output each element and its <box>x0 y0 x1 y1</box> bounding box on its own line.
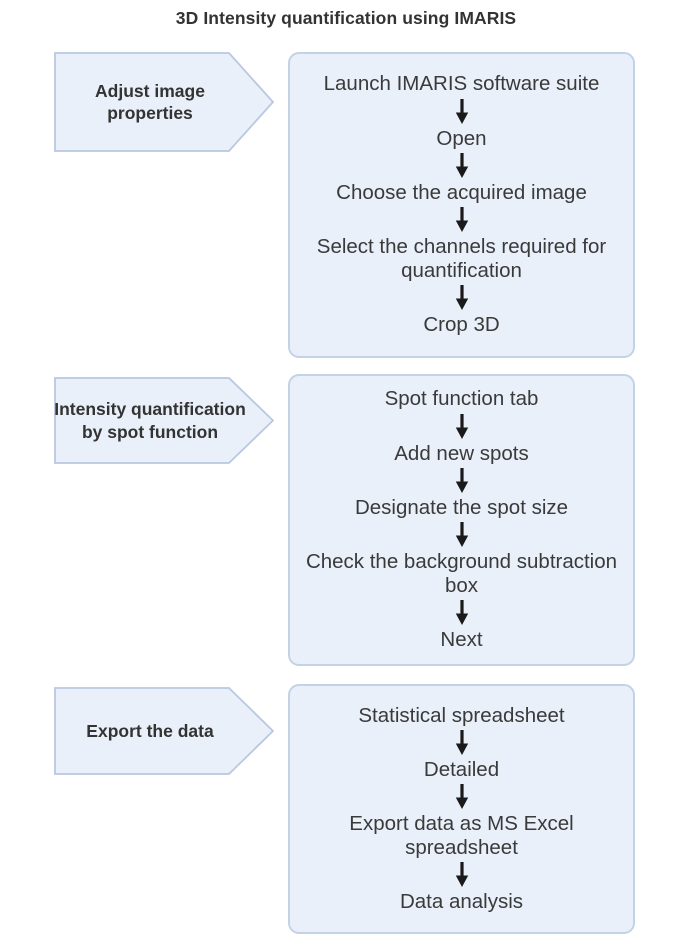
step-text: Designate the spot size <box>354 495 569 519</box>
down-arrow-icon <box>452 783 472 811</box>
down-arrow-icon <box>452 284 472 312</box>
page-title: 3D Intensity quantification using IMARIS <box>175 8 517 28</box>
chevron-shape-icon <box>54 377 274 464</box>
stage-label-1: Adjust image properties <box>95 80 205 123</box>
down-arrow-icon <box>452 206 472 234</box>
step-text: Statistical spreadsheet <box>358 703 565 727</box>
step-text: Export data as MS Excel spreadsheet <box>349 811 574 860</box>
stage-chevron-1[interactable]: Adjust image properties <box>54 52 274 152</box>
step-text: Next <box>440 628 483 652</box>
step-text: Choose the acquired image <box>336 180 587 204</box>
stage-chevron-2[interactable]: Intensity quantification by spot functio… <box>54 377 274 464</box>
stage-label-2: Intensity quantification by spot functio… <box>54 399 246 442</box>
step-box-3: Statistical spreadsheet Detailed Export … <box>288 684 635 934</box>
step-text: Detailed <box>423 757 500 781</box>
step-text: Data analysis <box>399 890 524 914</box>
step-text: Launch IMARIS software suite <box>323 72 600 96</box>
down-arrow-icon <box>452 413 472 441</box>
step-text: Open <box>436 126 487 150</box>
step-text: Add new spots <box>394 441 529 465</box>
down-arrow-icon <box>452 152 472 180</box>
chevron-shape-icon <box>54 687 274 775</box>
chevron-shape-icon <box>54 52 274 152</box>
step-text: Crop 3D <box>423 313 500 337</box>
stage-label-3: Export the data <box>86 720 214 741</box>
down-arrow-icon <box>452 861 472 889</box>
step-box-2: Spot function tab Add new spots Designat… <box>288 374 635 666</box>
down-arrow-icon <box>452 467 472 495</box>
step-text: Select the channels required for quantif… <box>316 235 607 283</box>
down-arrow-icon <box>452 729 472 757</box>
step-text: Check the background subtraction box <box>305 550 618 598</box>
stage-chevron-3[interactable]: Export the data <box>54 687 274 775</box>
down-arrow-icon <box>452 521 472 549</box>
down-arrow-icon <box>452 599 472 627</box>
step-box-1: Launch IMARIS software suite Open Choose… <box>288 52 635 358</box>
step-text: Spot function tab <box>384 387 539 411</box>
down-arrow-icon <box>452 98 472 126</box>
